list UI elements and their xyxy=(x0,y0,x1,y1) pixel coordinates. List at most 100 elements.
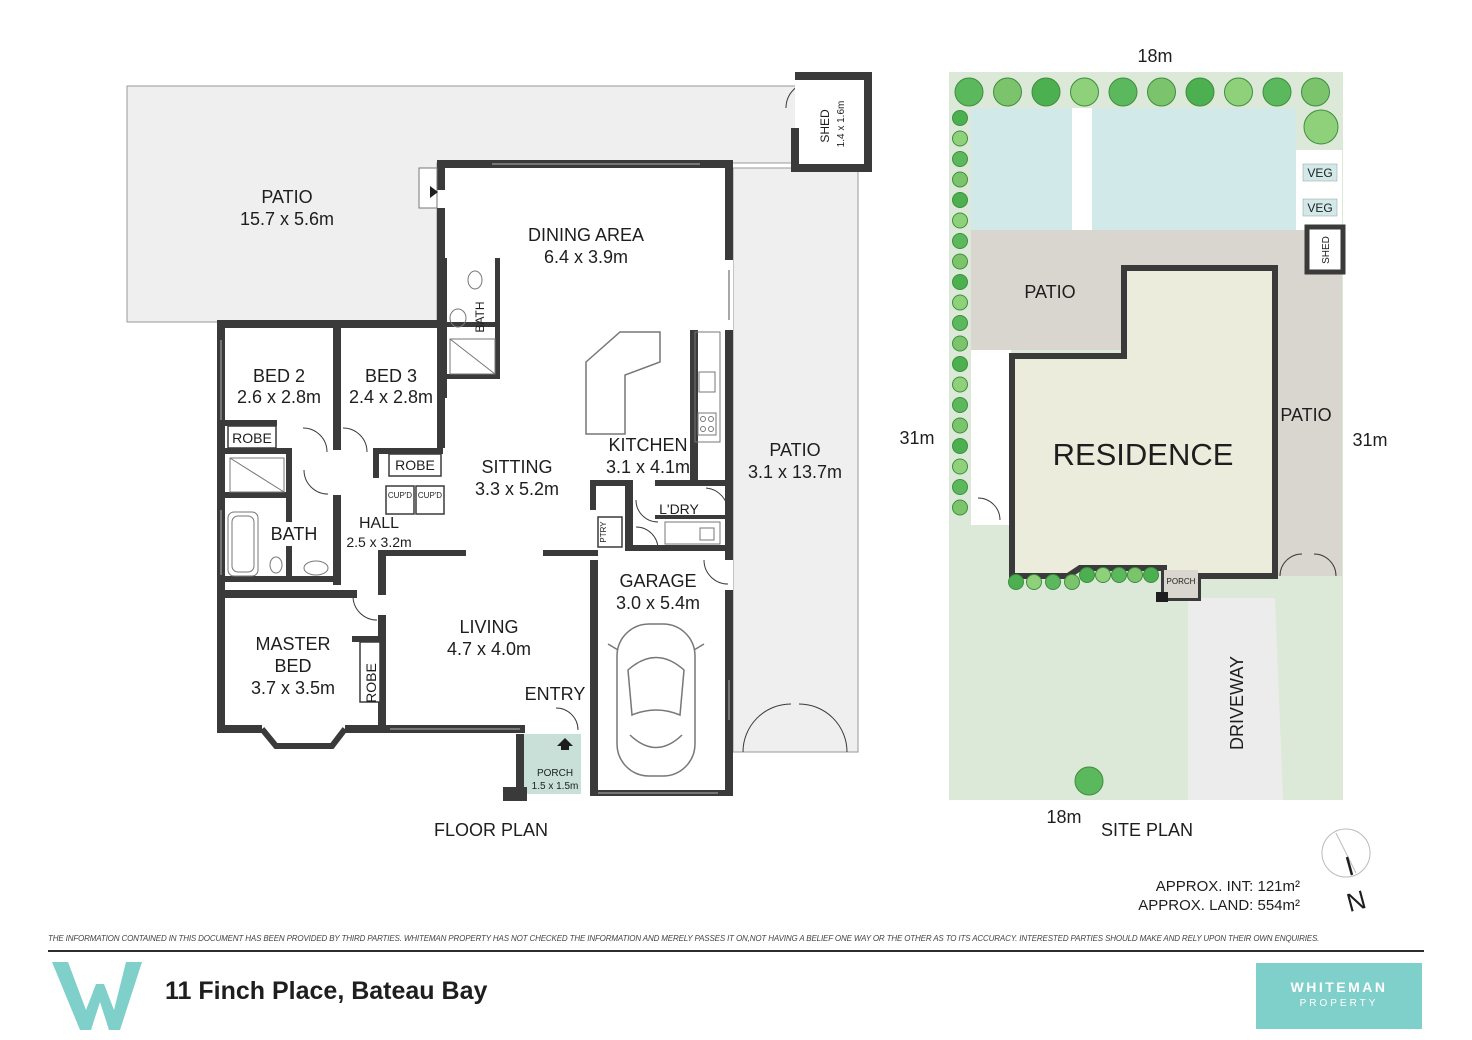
bed3-label: BED 3 xyxy=(365,366,417,386)
tree-icon xyxy=(952,294,968,311)
tree-icon xyxy=(1008,574,1024,590)
site-patio-top-label: PATIO xyxy=(1024,282,1075,302)
master-dims: 3.7 x 3.5m xyxy=(251,678,335,698)
master-label-1: MASTER xyxy=(255,634,330,654)
tree-icon xyxy=(1303,109,1339,145)
cooktop-icon xyxy=(697,412,717,436)
living-label: LIVING xyxy=(459,617,518,637)
site-patio-right-label: PATIO xyxy=(1280,405,1331,425)
site-shed xyxy=(1304,224,1346,275)
shed-area xyxy=(795,76,868,166)
living-dims: 4.7 x 4.0m xyxy=(447,639,531,659)
floor-plan: PATIO 15.7 x 5.6m SHED 1.4 x 1.6m DINING… xyxy=(126,72,872,840)
site-depth-right: 31m xyxy=(1352,430,1387,450)
site-patio xyxy=(971,230,1342,576)
veg-area xyxy=(1296,150,1342,230)
tree-icon xyxy=(1111,567,1127,583)
veg-bed-1 xyxy=(1302,163,1338,182)
whiteman-logo-icon xyxy=(52,962,142,1030)
robe-bed2-label: ROBE xyxy=(232,430,272,446)
porch-label: PORCH xyxy=(537,768,573,779)
patio-east-label: PATIO xyxy=(769,440,820,460)
side-path xyxy=(971,350,1011,525)
tree-icon xyxy=(952,110,968,126)
laundry-tub-icon xyxy=(699,527,715,541)
bed2-dims: 2.6 x 2.8m xyxy=(237,387,321,407)
storage-units xyxy=(227,425,623,703)
kitchen-dims: 3.1 x 4.1m xyxy=(606,457,690,477)
site-porch-label: PORCH xyxy=(1167,577,1196,586)
tree-icon xyxy=(1147,77,1176,107)
bed2-label: BED 2 xyxy=(253,366,305,386)
shed-walls xyxy=(791,72,872,172)
car-icon xyxy=(607,623,705,777)
patio-east-area xyxy=(732,167,859,753)
driveway-label: DRIVEWAY xyxy=(1227,656,1247,750)
ldry-label: L'DRY xyxy=(659,501,699,517)
footer-divider xyxy=(48,950,1424,952)
tree-icon xyxy=(1143,567,1159,583)
sitting-dims: 3.3 x 5.2m xyxy=(475,479,559,499)
veg-label-1: VEG xyxy=(1307,166,1332,180)
tree-icon xyxy=(1095,567,1111,583)
tree-icon xyxy=(952,212,968,229)
tree-icon xyxy=(952,458,968,475)
kitchen-label: KITCHEN xyxy=(608,435,687,455)
garage-dims: 3.0 x 5.4m xyxy=(616,593,700,613)
tree-icon xyxy=(1070,77,1099,107)
brand-name: WHITEMAN xyxy=(1290,979,1388,995)
compass-north-label: N xyxy=(1343,884,1369,918)
brand-subtitle: PROPERTY xyxy=(1299,998,1379,1009)
porch-dims: 1.5 x 1.5m xyxy=(532,781,579,792)
tree-icon xyxy=(952,417,968,434)
tree-icon xyxy=(954,77,984,107)
house-interior xyxy=(222,163,733,796)
tree-icon xyxy=(1074,766,1104,796)
site-porch xyxy=(1164,570,1198,598)
path-strip xyxy=(1072,108,1092,230)
bath-small-label: BATH xyxy=(473,301,487,332)
garage-label: GARAGE xyxy=(619,571,696,591)
site-plan-title: SITE PLAN xyxy=(1101,820,1193,840)
dining-label: DINING AREA xyxy=(528,225,644,245)
tree-icon xyxy=(1185,77,1215,107)
driveway-area xyxy=(1188,598,1283,800)
tree-icon xyxy=(993,77,1022,107)
tree-icon xyxy=(952,356,968,372)
patio-east-dims: 3.1 x 13.7m xyxy=(748,462,842,482)
laundry-bench xyxy=(664,521,721,545)
door-swings xyxy=(302,81,848,753)
sink-icon xyxy=(698,371,716,393)
tree-icon xyxy=(952,438,968,454)
entry-label: ENTRY xyxy=(525,684,586,704)
residence-footprint xyxy=(1009,265,1278,601)
tree-icon xyxy=(952,376,968,393)
hall-label: HALL xyxy=(359,515,399,532)
veg-bed-2 xyxy=(1302,198,1338,217)
ptry-label: PTRY xyxy=(599,521,608,543)
tree-icon xyxy=(1079,567,1095,583)
bath-label: BATH xyxy=(271,524,318,544)
land-area: APPROX. LAND: 554m² xyxy=(1138,897,1300,914)
porch-area xyxy=(523,734,581,794)
site-width-bottom: 18m xyxy=(1046,807,1081,827)
tree-icon xyxy=(1064,574,1080,590)
area-summary: APPROX. INT: 121m² APPROX. LAND: 554m² xyxy=(1080,877,1300,915)
property-address: 11 Finch Place, Bateau Bay xyxy=(165,977,488,1005)
tree-icon xyxy=(952,233,968,249)
compass-icon xyxy=(1321,828,1371,878)
tree-icon xyxy=(1224,77,1253,107)
bath-label-bg xyxy=(267,522,321,546)
kitchen-bench xyxy=(694,331,721,443)
tree-icon xyxy=(952,315,968,331)
disclaimer-text: THE INFORMATION CONTAINED IN THIS DOCUME… xyxy=(48,934,1320,943)
tree-icon xyxy=(952,253,968,270)
tree-icon xyxy=(952,499,968,516)
robe-bed3-label: ROBE xyxy=(395,457,435,473)
cupd1-label: CUP'D xyxy=(388,491,412,500)
tree-icon xyxy=(1127,567,1143,583)
residence-label: RESIDENCE xyxy=(1053,437,1234,472)
site-depth-left: 31m xyxy=(899,428,934,448)
site-shed-label: SHED xyxy=(1321,236,1332,264)
